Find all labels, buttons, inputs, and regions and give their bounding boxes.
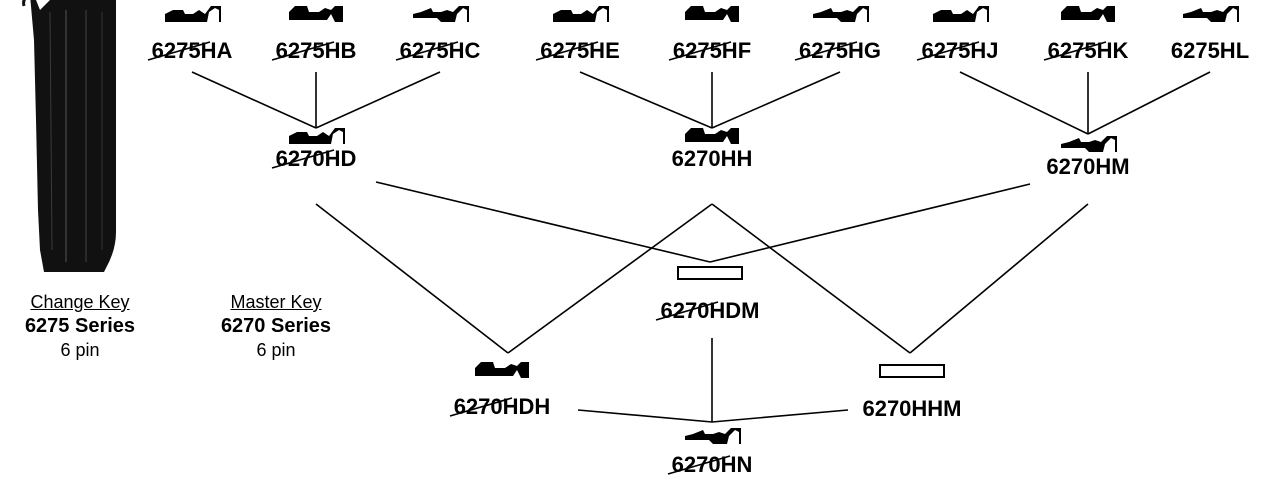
key-cut-icon (685, 6, 739, 22)
key-cut-icon (813, 6, 869, 22)
key-code-struck: 6275HC (395, 38, 481, 64)
master-key-6270hm: 6270HM (1018, 134, 1158, 180)
key-code-struck: 6275HK (1043, 38, 1129, 64)
strike-mark (917, 41, 980, 61)
key-cut-icon (1061, 6, 1115, 22)
key-code-label: 6275HF (672, 38, 752, 63)
key-cut-icon (933, 6, 989, 22)
master-key-legend: Master Key 6270 Series 6 pin (201, 290, 351, 362)
uncut-key-icon (677, 266, 743, 280)
change-key-6275hk: 6275HK (1018, 4, 1158, 64)
master-key-6270hn: 6270HN (642, 426, 782, 478)
change-key-6275hl: 6275HL (1140, 4, 1267, 64)
change-key-6275ha: 6275HA (122, 4, 262, 64)
legend-series: 6275 Series (24, 315, 136, 337)
strike-mark (271, 149, 334, 169)
strike-mark (1043, 41, 1106, 61)
legend-series: 6270 Series (220, 315, 332, 337)
key-code-struck: 6275HB (271, 38, 357, 64)
key-code-label: 6275HJ (921, 38, 999, 63)
key-code-label: 6270HH (671, 146, 753, 171)
key-cut-icon (165, 6, 221, 22)
strike-mark (147, 41, 210, 61)
key-code-struck: 6275HE (536, 38, 620, 64)
legend-pins: 6 pin (60, 340, 100, 360)
change-key-6275hf: 6275HF (642, 4, 782, 64)
key-code-label: 6270HN (671, 452, 753, 477)
strike-mark (667, 455, 730, 475)
key-cut-icon (413, 6, 469, 22)
strike-mark (668, 41, 732, 61)
key-code-label: 6275HK (1047, 38, 1129, 63)
key-cut-icon (685, 428, 741, 444)
key-code-label: 6275HG (799, 38, 881, 63)
key-code-label: 6270HDM (660, 298, 760, 323)
strike-mark (395, 41, 458, 61)
key-code-struck: 6275HJ (917, 38, 999, 64)
change-key-6275hb: 6275HB (246, 4, 386, 64)
key-code-struck: 6275HG (794, 38, 881, 64)
key-code: 6270HM (1046, 154, 1129, 180)
key-code-label: 6270HM (1046, 154, 1130, 179)
strike-mark (449, 397, 512, 417)
key-blade-icon (22, 0, 116, 272)
key-code-struck: 6275HA (147, 38, 233, 64)
master-key-6270hdm: 6270HDM (640, 266, 780, 324)
legend-title: Change Key (30, 292, 130, 312)
master-key-6270hhm: 6270HHM (842, 364, 982, 422)
key-code-label: 6275HC (399, 38, 481, 63)
key-cut-icon (553, 6, 609, 22)
key-code: 6275HL (1171, 38, 1249, 64)
key-cut-icon (1183, 6, 1239, 22)
strike-mark (794, 41, 858, 61)
key-code-label: 6270HHM (862, 396, 962, 421)
key-cut-icon (685, 128, 739, 144)
legend-title: Master Key (230, 292, 322, 312)
strike-mark (536, 41, 599, 61)
key-cut-icon (289, 128, 345, 144)
key-code-label: 6270HDH (453, 394, 551, 419)
master-key-6270hdh: 6270HDH (432, 360, 572, 420)
key-code-struck: 6270HN (667, 452, 753, 478)
key-cut-icon (1061, 136, 1117, 152)
key-code-struck: 6275HF (668, 38, 752, 64)
change-key-6275hj: 6275HJ (890, 4, 1030, 64)
key-cut-icon (289, 6, 343, 22)
key-code: 6270HHM (862, 396, 961, 422)
key-code-label: 6275HE (540, 38, 620, 63)
strike-mark (271, 41, 334, 61)
legend-pins: 6 pin (256, 340, 296, 360)
change-key-6275hc: 6275HC (370, 4, 510, 64)
key-code-label: 6275HA (151, 38, 233, 63)
key-code-label: 6270HD (275, 146, 357, 171)
strike-mark (656, 301, 719, 321)
key-code: 6270HH (672, 146, 753, 172)
key-code-struck: 6270HD (271, 146, 357, 172)
uncut-key-icon (879, 364, 945, 378)
master-key-6270hh: 6270HH (642, 126, 782, 172)
key-code-label: 6275HB (275, 38, 357, 63)
key-code-struck: 6270HDM (656, 298, 760, 324)
change-key-6275he: 6275HE (510, 4, 650, 64)
change-key-legend: Change Key 6275 Series 6 pin (5, 290, 155, 362)
key-code-label: 6275HL (1170, 38, 1250, 63)
key-code-struck: 6270HDH (449, 394, 551, 420)
key-cut-icon (475, 362, 529, 378)
change-key-6275hg: 6275HG (770, 4, 910, 64)
master-key-6270hd: 6270HD (246, 126, 386, 172)
